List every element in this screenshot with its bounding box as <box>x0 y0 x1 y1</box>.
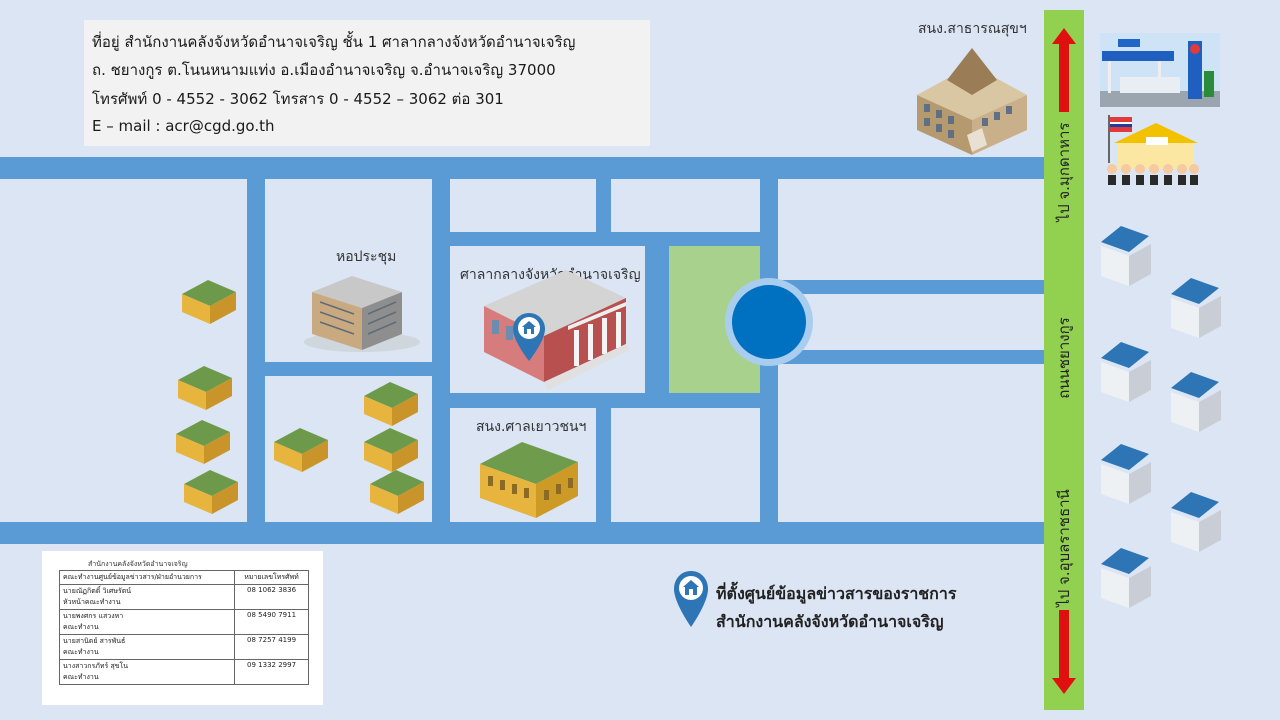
table-row: นายณัฏกิตติ์ วิเศษรัตน์หัวหน้าคณะทำงาน 0… <box>58 584 309 610</box>
col-header-phone: หมายเลขโทรศัพท์ <box>234 570 309 585</box>
house-icon <box>176 420 230 464</box>
house-icon <box>1101 226 1151 286</box>
member-role: คณะทำงาน <box>63 673 99 681</box>
address-line-1: ที่อยู่ สำนักงานคลังจังหวัดอำนาจเจริญ ชั… <box>92 33 576 51</box>
road-label-north: ไป จ.มุกดาหาร <box>1055 122 1073 222</box>
member-role: คณะทำงาน <box>63 648 99 656</box>
road-v6 <box>596 406 611 522</box>
legend-pin-icon <box>674 571 708 627</box>
address-line-2: ถ. ชยางกูร ต.โนนหนามแท่ง อ.เมืองอำนาจเจร… <box>92 61 556 79</box>
member-phone: 08 7257 4199 <box>234 634 309 660</box>
house-icon <box>1101 342 1151 402</box>
table-header-row: คณะทำงานศูนย์ข้อมูลข่าวสาร/ฝ่ายอำนวยการ … <box>58 570 309 585</box>
house-icon <box>364 382 418 426</box>
member-name: นางสาวกรภัทร์ สุขโน <box>63 662 129 670</box>
label-meeting-hall: หอประชุม <box>336 249 397 265</box>
road-v1 <box>247 179 265 522</box>
road-h2 <box>265 362 432 376</box>
health-office-building-icon <box>917 48 1027 155</box>
member-role: หัวหน้าคณะทำงาน <box>63 598 121 606</box>
house-icon <box>1101 444 1151 504</box>
road-label-name: ถนนชยางกูร <box>1055 317 1073 399</box>
label-city-hall: ศาลากลางจังหวัดอำนาจเจริญ <box>460 267 641 283</box>
label-health-office: สนง.สาธารณสุขฯ <box>918 21 1027 37</box>
table-row: นายสานิตย์ สารพันธ์คณะทำงาน 08 7257 4199 <box>58 634 309 660</box>
legend-line-2: สำนักงานคลังจังหวัดอำนาจเจริญ <box>716 612 944 631</box>
arrow-down-icon <box>1052 610 1076 694</box>
member-phone: 08 1062 3836 <box>234 584 309 610</box>
address-box: ที่อยู่ สำนักงานคลังจังหวัดอำนาจเจริญ ชั… <box>84 20 650 146</box>
house-icon <box>1171 278 1221 338</box>
contact-title: สำนักงานคลังจังหวัดอำนาจเจริญ <box>88 560 188 568</box>
location-pin-icon <box>513 313 545 361</box>
road-h4 <box>778 280 1044 294</box>
road-v5 <box>645 244 669 394</box>
house-icon <box>178 366 232 410</box>
house-icon <box>182 280 236 324</box>
meeting-hall-building-icon <box>304 276 420 352</box>
house-icon <box>1171 492 1221 552</box>
member-name: นายณัฏกิตติ์ วิเศษรัตน์ <box>63 587 132 595</box>
contact-table: คณะทำงานศูนย์ข้อมูลข่าวสาร/ฝ่ายอำนวยการ … <box>58 570 309 685</box>
road-label-south: ไป จ.อุบลราชธานี <box>1055 489 1073 607</box>
legend-text: ที่ตั้งศูนย์ข้อมูลข่าวสารของราชการ สำนัก… <box>716 580 956 636</box>
road-h1 <box>450 232 760 246</box>
table-row: นายพงศกร แสวงหาคณะทำงาน 08 5490 7911 <box>58 609 309 635</box>
address-line-4: E – mail : acr@cgd.go.th <box>92 117 275 135</box>
road-v3 <box>596 179 611 234</box>
juvenile-court-building-icon <box>480 442 578 518</box>
house-icon <box>1171 372 1221 432</box>
member-role: คณะทำงาน <box>63 623 99 631</box>
house-icon <box>370 470 424 514</box>
house-icon <box>274 428 328 472</box>
house-icon <box>184 470 238 514</box>
roundabout <box>725 278 813 366</box>
road-v2 <box>432 179 450 522</box>
road-h3 <box>450 393 760 408</box>
gas-station-icon <box>1100 33 1220 107</box>
road-h5 <box>778 350 1044 364</box>
member-phone: 08 5490 7911 <box>234 609 309 635</box>
address-line-3: โทรศัพท์ 0 - 4552 - 3062 โทรสาร 0 - 4552… <box>92 90 504 108</box>
arrow-up-icon <box>1052 28 1076 112</box>
contact-info-box: สำนักงานคลังจังหวัดอำนาจเจริญ คณะทำงานศู… <box>42 551 323 705</box>
highway-chayangkun <box>1044 10 1084 710</box>
road-bottom <box>0 522 1044 544</box>
school-icon <box>1107 115 1199 185</box>
legend-line-1: ที่ตั้งศูนย์ข้อมูลข่าวสารของราชการ <box>716 584 957 603</box>
member-name: นายสานิตย์ สารพันธ์ <box>63 637 126 645</box>
label-juvenile-court: สนง.ศาลเยาวชนฯ <box>476 419 587 435</box>
table-row: นางสาวกรภัทร์ สุขโนคณะทำงาน 09 1332 2997 <box>58 659 309 685</box>
city-hall-building-icon <box>484 270 630 390</box>
house-icon <box>364 428 418 472</box>
house-icon <box>1101 548 1151 608</box>
road-top <box>0 157 1044 179</box>
col-header-team: คณะทำงานศูนย์ข้อมูลข่าวสาร/ฝ่ายอำนวยการ <box>58 570 236 585</box>
member-name: นายพงศกร แสวงหา <box>63 612 124 620</box>
member-phone: 09 1332 2997 <box>234 659 309 685</box>
